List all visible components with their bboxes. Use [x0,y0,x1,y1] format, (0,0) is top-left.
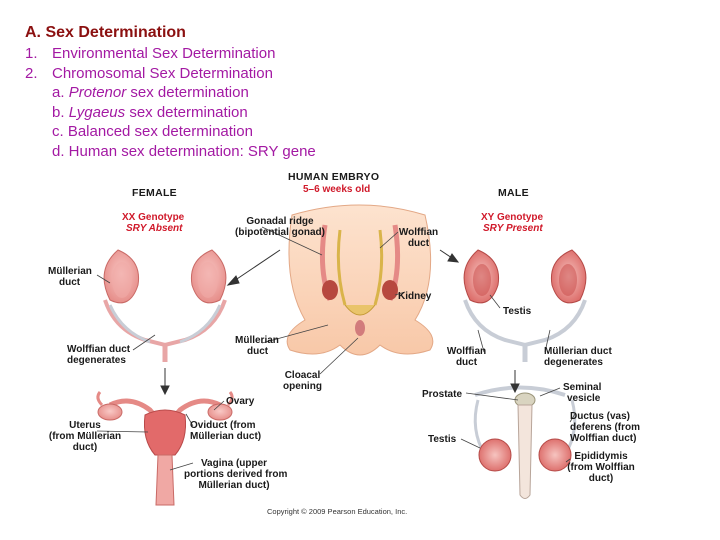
label-gonadal-ridge: Gonadal ridge (bipotential gonad) [235,216,325,238]
diagram-arrows [160,249,520,396]
outline-subitem-c: c. Balanced sex determination [52,123,253,140]
label-oviduct: Oviduct (from Müllerian duct) [190,420,262,442]
label-mullerian-duct-female: Müllerian duct [48,266,92,288]
copyright-notice: Copyright © 2009 Pearson Education, Inc. [267,507,408,516]
embryo-age: 5–6 weeks old [303,184,371,195]
sex-determination-diagram: FEMALE XX Genotype SRY Absent HUMAN EMBR… [0,160,720,540]
label-mullerian-degenerates: Müllerian duct degenerates [544,346,612,368]
slide-title: A. Sex Determination [25,24,186,41]
female-early-ducts [103,249,227,362]
male-sry-status: SRY Present [483,223,543,234]
label-mullerian-duct-embryo: Müllerian duct [235,335,279,357]
outline-subitem-d: d. Human sex determination: SRY gene [52,142,316,160]
diagram-artwork [96,204,587,506]
label-ductus-deferens: Ductus (vas) deferens (from Wolffian duc… [570,411,641,444]
male-genotype: XY Genotype [481,212,544,223]
label-vagina: Vagina (upper portions derived from Müll… [184,458,288,491]
embryo-illustration [286,204,434,356]
label-wolffian-duct-male: Wolffian duct [446,346,487,368]
label-testis-top: Testis [503,306,532,317]
outline-item-1: 1.Environmental Sex Determination [25,45,276,62]
label-cloacal-opening: Cloacal opening [283,370,322,392]
male-early-ducts [463,249,587,362]
male-reproductive-illustration [473,385,577,499]
female-genotype: XX Genotype [122,212,185,223]
label-wolffian-duct-embryo: Wolffian duct [398,227,439,249]
label-ovary: Ovary [226,396,255,407]
male-title: MALE [498,187,529,199]
female-title: FEMALE [132,187,177,199]
label-kidney: Kidney [398,291,432,302]
outline-list: 1.Environmental Sex Determination 2.Chro… [25,44,316,161]
female-uterus-illustration [96,391,234,506]
label-prostate: Prostate [422,389,463,400]
outline-item-2: 2.Chromosomal Sex Determination [25,64,273,82]
label-seminal-vesicle: Seminal vesicle [563,382,602,404]
female-sry-status: SRY Absent [126,223,183,234]
label-epididymis: Epididymis (from Wolffian duct) [567,451,635,484]
label-leader-lines [96,226,576,471]
outline-subitem-a: a. Protenor sex determination [52,84,249,101]
label-uterus: Uterus (from Müllerian duct) [48,420,122,453]
embryo-title: HUMAN EMBRYO [288,171,380,183]
label-wolffian-degenerates: Wolffian duct degenerates [67,344,131,366]
label-testis-bottom: Testis [428,434,457,445]
outline-subitem-b: b. Lygaeus sex determination [52,103,248,121]
